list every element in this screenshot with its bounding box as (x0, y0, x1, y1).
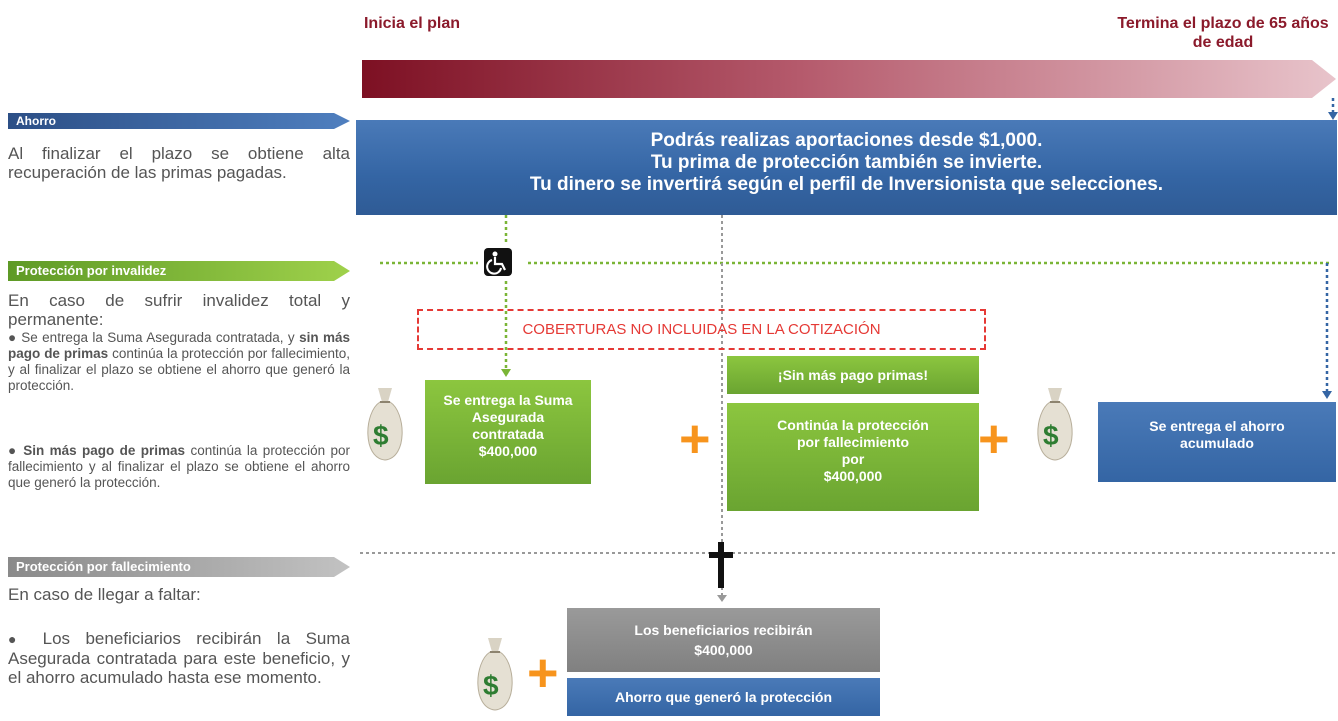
invalidez-intro: En caso de sufrir invalidez total y perm… (8, 291, 350, 329)
invalidez-bullet-1: ● Se entrega la Suma Asegurada contratad… (8, 330, 350, 394)
ahorro-banner-label: Ahorro (16, 114, 56, 128)
money-bag-icon: $ (360, 384, 410, 464)
cross-icon (706, 540, 736, 590)
timeline-start-label: Inicia el plan (363, 15, 461, 32)
box-ahorro-proteccion: Ahorro que generó la protección (567, 678, 880, 716)
bullet-dot: ● (8, 443, 18, 458)
invalidez-banner-arrow (8, 261, 350, 281)
box-suma-line-3: contratada (472, 426, 544, 442)
box-continua-proteccion: Continúa la protección por fallecimiento… (727, 403, 979, 511)
box-suma-line-1: Se entrega la Suma (443, 392, 573, 408)
coberturas-no-incluidas: COBERTURAS NO INCLUIDAS EN LA COTIZACIÓN (417, 309, 986, 350)
box-continua-line-3: por (841, 451, 865, 467)
box-continua-amount: $400,000 (823, 468, 883, 484)
invalidez-bullet-2-text: continúa la protección por fallecimiento… (8, 443, 350, 490)
ahorro-box-line-3: Tu dinero se invertirá según el perfil d… (529, 174, 1164, 195)
dollar-sign: $ (373, 420, 389, 451)
fallecimiento-intro: En caso de llegar a faltar: (8, 585, 201, 604)
box-suma-asegurada: Se entrega la Suma Asegurada contratada … (425, 380, 591, 484)
ahorro-banner-arrow (8, 113, 350, 129)
box-continua-line-1: Continúa la protección (777, 417, 929, 433)
invalidez-banner: Protección por invalidez (8, 260, 350, 282)
ahorro-box-line-2: Tu prima de protección también se invier… (650, 152, 1043, 173)
invalidez-banner-label: Protección por invalidez (16, 263, 167, 278)
invalidez-bullet-2-bold: Sin más pago de primas (23, 443, 186, 458)
invalidez-bullet-1-text-a: Se entrega la Suma Asegurada contratada,… (21, 330, 300, 345)
box-suma-line-2: Asegurada (471, 409, 545, 425)
invalidez-bullet-1-text-b: continúa la protección por fallecimiento… (8, 346, 350, 393)
box-benef-line-1: Los beneficiarios recibirán (634, 622, 813, 638)
box-beneficiarios: Los beneficiarios recibirán $400,000 (567, 608, 880, 672)
timeline-end-label: Termina el plazo de 65 años de edad (1117, 15, 1329, 51)
wheelchair-icon (484, 248, 512, 276)
box-ahorro-acumulado: Se entrega el ahorro acumulado (1098, 402, 1336, 482)
plus-sign: + (527, 643, 559, 703)
bullet-dot: ● (8, 631, 28, 647)
box-sin-mas-pago: ¡Sin más pago primas! (727, 356, 979, 394)
plus-sign: + (679, 409, 711, 469)
fallecimiento-bullet-text: Los beneficiarios recibirán la Suma Aseg… (8, 629, 350, 687)
ahorro-banner: Ahorro (8, 110, 350, 132)
box-suma-amount: $400,000 (478, 443, 538, 459)
box-ahorro-line-2: acumulado (1180, 435, 1254, 451)
dollar-sign: $ (1043, 420, 1059, 451)
timeline-arrow (362, 60, 1336, 98)
invalidez-bullet-2: ● Sin más pago de primas continúa la pro… (8, 443, 350, 491)
box-benef-amount: $400,000 (694, 642, 753, 658)
box-ahorro-line-1: Se entrega el ahorro (1149, 418, 1285, 434)
connector-lines (360, 215, 1338, 602)
ahorro-box-line-1: Podrás realizas aportaciones desde $1,00… (650, 130, 1043, 151)
money-bag-icon: $ (1030, 384, 1080, 464)
money-bag-icon: $ (470, 634, 520, 714)
bullet-dot: ● (8, 330, 17, 345)
ahorro-info-box: Podrás realizas aportaciones desde $1,00… (356, 120, 1337, 215)
ahorro-description: Al finalizar el plazo se obtiene alta re… (8, 144, 350, 182)
box-continua-line-2: por fallecimiento (796, 434, 910, 450)
fallecimiento-banner-arrow (8, 557, 350, 577)
plus-sign: + (978, 409, 1010, 469)
fallecimiento-banner-label: Protección por fallecimiento (16, 559, 191, 574)
fallecimiento-bullet: ● Los beneficiarios recibirán la Suma As… (8, 629, 350, 687)
dollar-sign: $ (483, 670, 499, 701)
fallecimiento-banner: Protección por fallecimiento (8, 556, 350, 578)
invalidez-bullet-1-bold: sin más pago de primas (8, 330, 350, 361)
timeline-end-dotted-line (1328, 98, 1338, 120)
